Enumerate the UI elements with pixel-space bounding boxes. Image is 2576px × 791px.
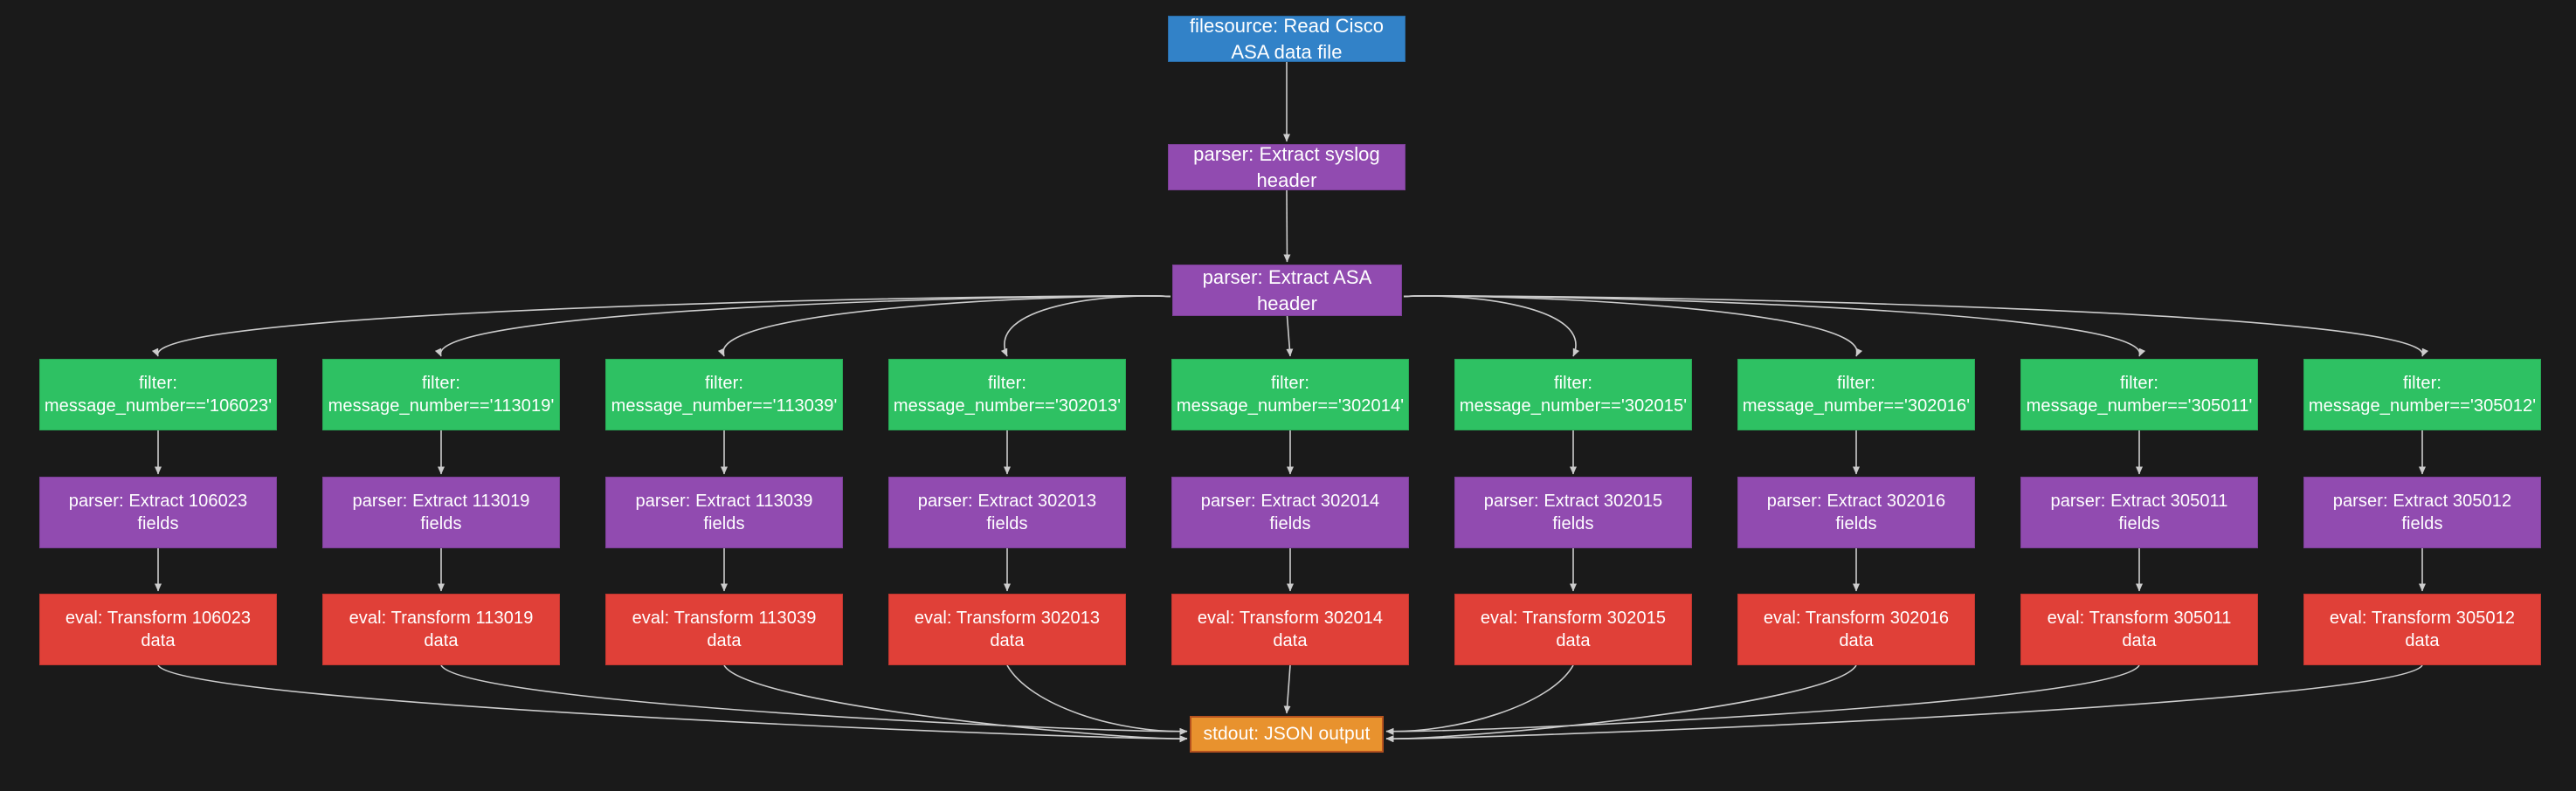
node-eval-305011[interactable]: eval: Transform 305011 data [2020,594,2258,665]
node-parser-305011[interactable]: parser: Extract 305011 fields [2020,477,2258,548]
node-parser-113039[interactable]: parser: Extract 113039 fields [605,477,843,548]
edge-eval-to-stdout-302013 [1006,664,1188,735]
edge-eval-to-stdout-113039 [723,664,1188,743]
node-parser-302016[interactable]: parser: Extract 302016 fields [1737,477,1975,548]
edge-asa-parser-to-filter-302014 [1286,315,1294,357]
node-eval-113019[interactable]: eval: Transform 113019 data [322,594,560,665]
node-eval-302015[interactable]: eval: Transform 302015 data [1454,594,1692,665]
node-eval-113039[interactable]: eval: Transform 113039 data [605,594,843,665]
edge-eval-to-stdout-305012 [1385,664,2423,743]
node-filter-302015[interactable]: filter: message_number=='302015' [1454,359,1692,430]
node-parser-syslog-header[interactable]: parser: Extract syslog header [1168,143,1405,191]
edge-eval-to-stdout-106023 [157,664,1188,743]
node-filter-106023[interactable]: filter: message_number=='106023' [39,359,277,430]
edge-asa-parser-to-filter-302016 [1403,295,1863,357]
node-parser-302013[interactable]: parser: Extract 302013 fields [888,477,1126,548]
edge-eval-to-stdout-113019 [440,664,1188,735]
node-filter-302016[interactable]: filter: message_number=='302016' [1737,359,1975,430]
node-eval-106023[interactable]: eval: Transform 106023 data [39,594,277,665]
edge-asa-parser-to-filter-113019 [434,295,1171,357]
edge-asa-parser-to-filter-305011 [1403,295,2146,357]
node-stdout-json-output[interactable]: stdout: JSON output [1190,716,1384,753]
node-filter-305011[interactable]: filter: message_number=='305011' [2020,359,2258,430]
node-eval-305012[interactable]: eval: Transform 305012 data [2303,594,2541,665]
edge-eval-to-stdout-302014 [1283,664,1291,714]
node-filesource[interactable]: filesource: Read Cisco ASA data file [1168,15,1405,63]
node-eval-302013[interactable]: eval: Transform 302013 data [888,594,1126,665]
edge-asa-parser-to-filter-113039 [717,295,1171,357]
node-parser-302014[interactable]: parser: Extract 302014 fields [1171,477,1409,548]
edge-eval-to-stdout-302015 [1385,664,1574,735]
node-parser-asa-header[interactable]: parser: Extract ASA header [1172,265,1402,316]
node-filter-113019[interactable]: filter: message_number=='113019' [322,359,560,430]
node-parser-305012[interactable]: parser: Extract 305012 fields [2303,477,2541,548]
edge-eval-to-stdout-305011 [1385,664,2140,735]
node-filter-302013[interactable]: filter: message_number=='302013' [888,359,1126,430]
node-filter-302014[interactable]: filter: message_number=='302014' [1171,359,1409,430]
edge-asa-parser-to-filter-106023 [151,295,1171,357]
edge-asa-parser-to-filter-302013 [1000,295,1171,357]
edge-syslog-parser-to-asa-parser [1283,189,1291,263]
edge-eval-to-stdout-302016 [1385,664,1857,743]
edge-asa-parser-to-filter-302015 [1403,295,1580,357]
node-parser-106023[interactable]: parser: Extract 106023 fields [39,477,277,548]
node-parser-302015[interactable]: parser: Extract 302015 fields [1454,477,1692,548]
node-filter-305012[interactable]: filter: message_number=='305012' [2303,359,2541,430]
edge-asa-parser-to-filter-305012 [1403,295,2429,357]
node-filter-113039[interactable]: filter: message_number=='113039' [605,359,843,430]
node-eval-302014[interactable]: eval: Transform 302014 data [1171,594,1409,665]
node-parser-113019[interactable]: parser: Extract 113019 fields [322,477,560,548]
node-eval-302016[interactable]: eval: Transform 302016 data [1737,594,1975,665]
